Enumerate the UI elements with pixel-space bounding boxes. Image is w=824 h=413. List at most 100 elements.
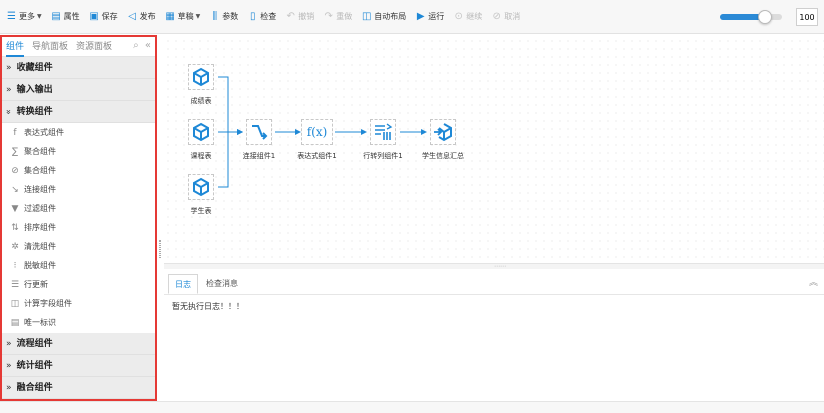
group-flow[interactable]: » 流程组件 [2,333,155,355]
params-label: 参数 [222,12,239,21]
publish-button[interactable]: ◁ 发布 [127,7,155,27]
group-input-output[interactable]: » 输入输出 [2,79,155,101]
group-label: 流程组件 [16,339,53,349]
cube-icon [193,177,209,197]
clean-icon: ✲ [11,241,19,252]
node-row-to-column-1[interactable]: 行转列组件1 [351,119,415,161]
zoom-input[interactable] [796,8,818,26]
group-statistics[interactable]: » 统计组件 [2,355,155,377]
splitter-grip-icon: ⋯⋯ [494,263,506,270]
run-button[interactable]: ▶ 运行 [415,7,444,27]
list-item[interactable]: ✲清洗组件 [2,237,155,256]
cancel-button[interactable]: ⊘ 取消 [491,7,521,27]
list-item[interactable]: ⇅ 排序组件 [2,218,155,237]
zoom-slider-thumb[interactable] [757,10,772,24]
group-favorites[interactable]: » 收藏组件 [2,57,155,79]
more-button[interactable]: ☰ 更多 ▼ [6,7,42,27]
group-label: 融合组件 [16,383,53,393]
tab-navigation[interactable]: 导航面板 [32,41,69,52]
list-item-label: 行更新 [24,280,48,289]
expression-icon: f [13,127,17,138]
node-join-1[interactable]: 连接组件1 [227,119,291,161]
chevron-down-icon: ▼ [37,13,42,20]
node-score-table[interactable]: 成绩表 [169,64,233,106]
undo-label: 撤销 [298,12,315,21]
check-label: 检查 [260,12,277,21]
undo-button[interactable]: ↶ 撤销 [285,7,315,27]
tab-log[interactable]: 日志 [168,274,198,294]
cube-icon [193,67,209,87]
tab-components[interactable]: 组件 [6,37,25,57]
cube-icon [193,122,209,142]
properties-button[interactable]: ▤ 属性 [51,7,79,27]
list-item[interactable]: ∑聚合组件 [2,142,155,161]
list-item-label: 排序组件 [24,223,56,232]
group-fusion[interactable]: » 融合组件 [2,377,155,399]
node-student-summary[interactable]: 学生信息汇总 [411,119,475,161]
auto-layout-icon: ◫ [362,11,372,22]
mask-icon: ⁝ [13,260,17,271]
cancel-icon: ⊘ [492,11,501,22]
list-item-label: 集合组件 [24,166,56,175]
draft-button[interactable]: ▦ 草稿 ▼ [165,7,200,27]
group-transform[interactable]: « 转换组件 [2,101,155,123]
toolbar: ☰ 更多 ▼ ▤ 属性 ▣ 保存 ◁ 发布 ▦ 草稿 ▼ ⫼ 参数 ▯ 检查 ↶… [0,0,824,34]
save-label: 保存 [101,12,118,21]
list-item-label: 唯一标识 [24,318,56,327]
panel-resize-handle[interactable] [159,240,161,258]
group-label: 转换组件 [16,107,53,117]
log-panel: 日志 检查消息 ︽ 暂无执行日志！！！ [164,269,824,401]
node-label: 表达式组件1 [297,152,337,160]
join-icon [252,125,268,140]
redo-button[interactable]: ↷ 重做 [323,7,353,27]
edge-student-to-join [218,129,243,188]
list-item[interactable]: ⊘集合组件 [2,161,155,180]
list-item[interactable]: ☰行更新 [2,275,155,294]
panel-tabs: 组件 导航面板 资源面板 ⌕ « [2,37,155,57]
menu-icon: ☰ [7,11,16,22]
log-message: 暂无执行日志！！！ [172,302,244,311]
list-item-label: 连接组件 [24,185,56,194]
fx-icon: f(x) [306,125,328,139]
node-label: 行转列组件1 [363,152,403,160]
list-item[interactable]: ◫计算字段组件 [2,294,155,313]
collapse-up-icon[interactable]: ︽ [808,278,818,288]
list-item-label: 过滤组件 [24,204,56,213]
canvas-log-splitter[interactable]: ⋯⋯ [164,263,824,270]
params-button[interactable]: ⫼ 参数 [209,7,238,27]
continue-button[interactable]: ⊙ 继续 [453,7,483,27]
collapse-panel-icon[interactable]: « [144,40,151,51]
node-course-table[interactable]: 课程表 [169,119,233,161]
zoom-slider[interactable] [720,10,782,24]
list-item[interactable]: ▤唯一标识 [2,313,155,332]
search-icon[interactable]: ⌕ [133,40,139,51]
run-label: 运行 [428,12,445,21]
list-item[interactable]: ↘连接组件 [2,180,155,199]
flow-canvas[interactable]: 成绩表 课程表 学生表 连接组件1 f(x) [164,37,824,263]
list-item[interactable]: ▼过滤组件 [2,199,155,218]
list-item-label: 脱敏组件 [24,261,56,270]
save-button[interactable]: ▣ 保存 [89,7,118,27]
sigma-icon: ∑ [11,146,19,157]
bottom-groups: » 流程组件 » 统计组件 » 融合组件 [2,333,155,399]
transform-component-list: f 表达式组件 ∑聚合组件⊘集合组件↘连接组件▼过滤组件 ⇅ 排序组件 ✲清洗组件 ⁝ 脱敏组… [2,123,155,351]
save-icon: ▣ [89,11,99,22]
flow-edges [218,76,427,188]
list-item[interactable]: ⁝ 脱敏组件 [2,256,155,275]
node-icon-box [370,119,396,145]
node-label: 连接组件1 [242,152,276,160]
tab-check-messages[interactable]: 检查消息 [206,279,238,288]
node-student-table[interactable]: 学生表 [169,174,233,216]
expand-icon: » [6,85,12,95]
list-item-label: 计算字段组件 [24,299,72,308]
tab-resources[interactable]: 资源面板 [76,41,113,52]
check-button[interactable]: ▯ 检查 [247,7,276,27]
auto-layout-button[interactable]: ◫ 自动布局 [361,7,406,27]
group-label: 输入输出 [16,85,53,95]
list-item-label: 表达式组件 [24,128,64,137]
sort-icon: ⇅ [11,222,19,233]
list-item[interactable]: f 表达式组件 [2,123,155,142]
node-expression-1[interactable]: f(x) 表达式组件1 [285,119,349,161]
node-icon-box [430,119,456,145]
